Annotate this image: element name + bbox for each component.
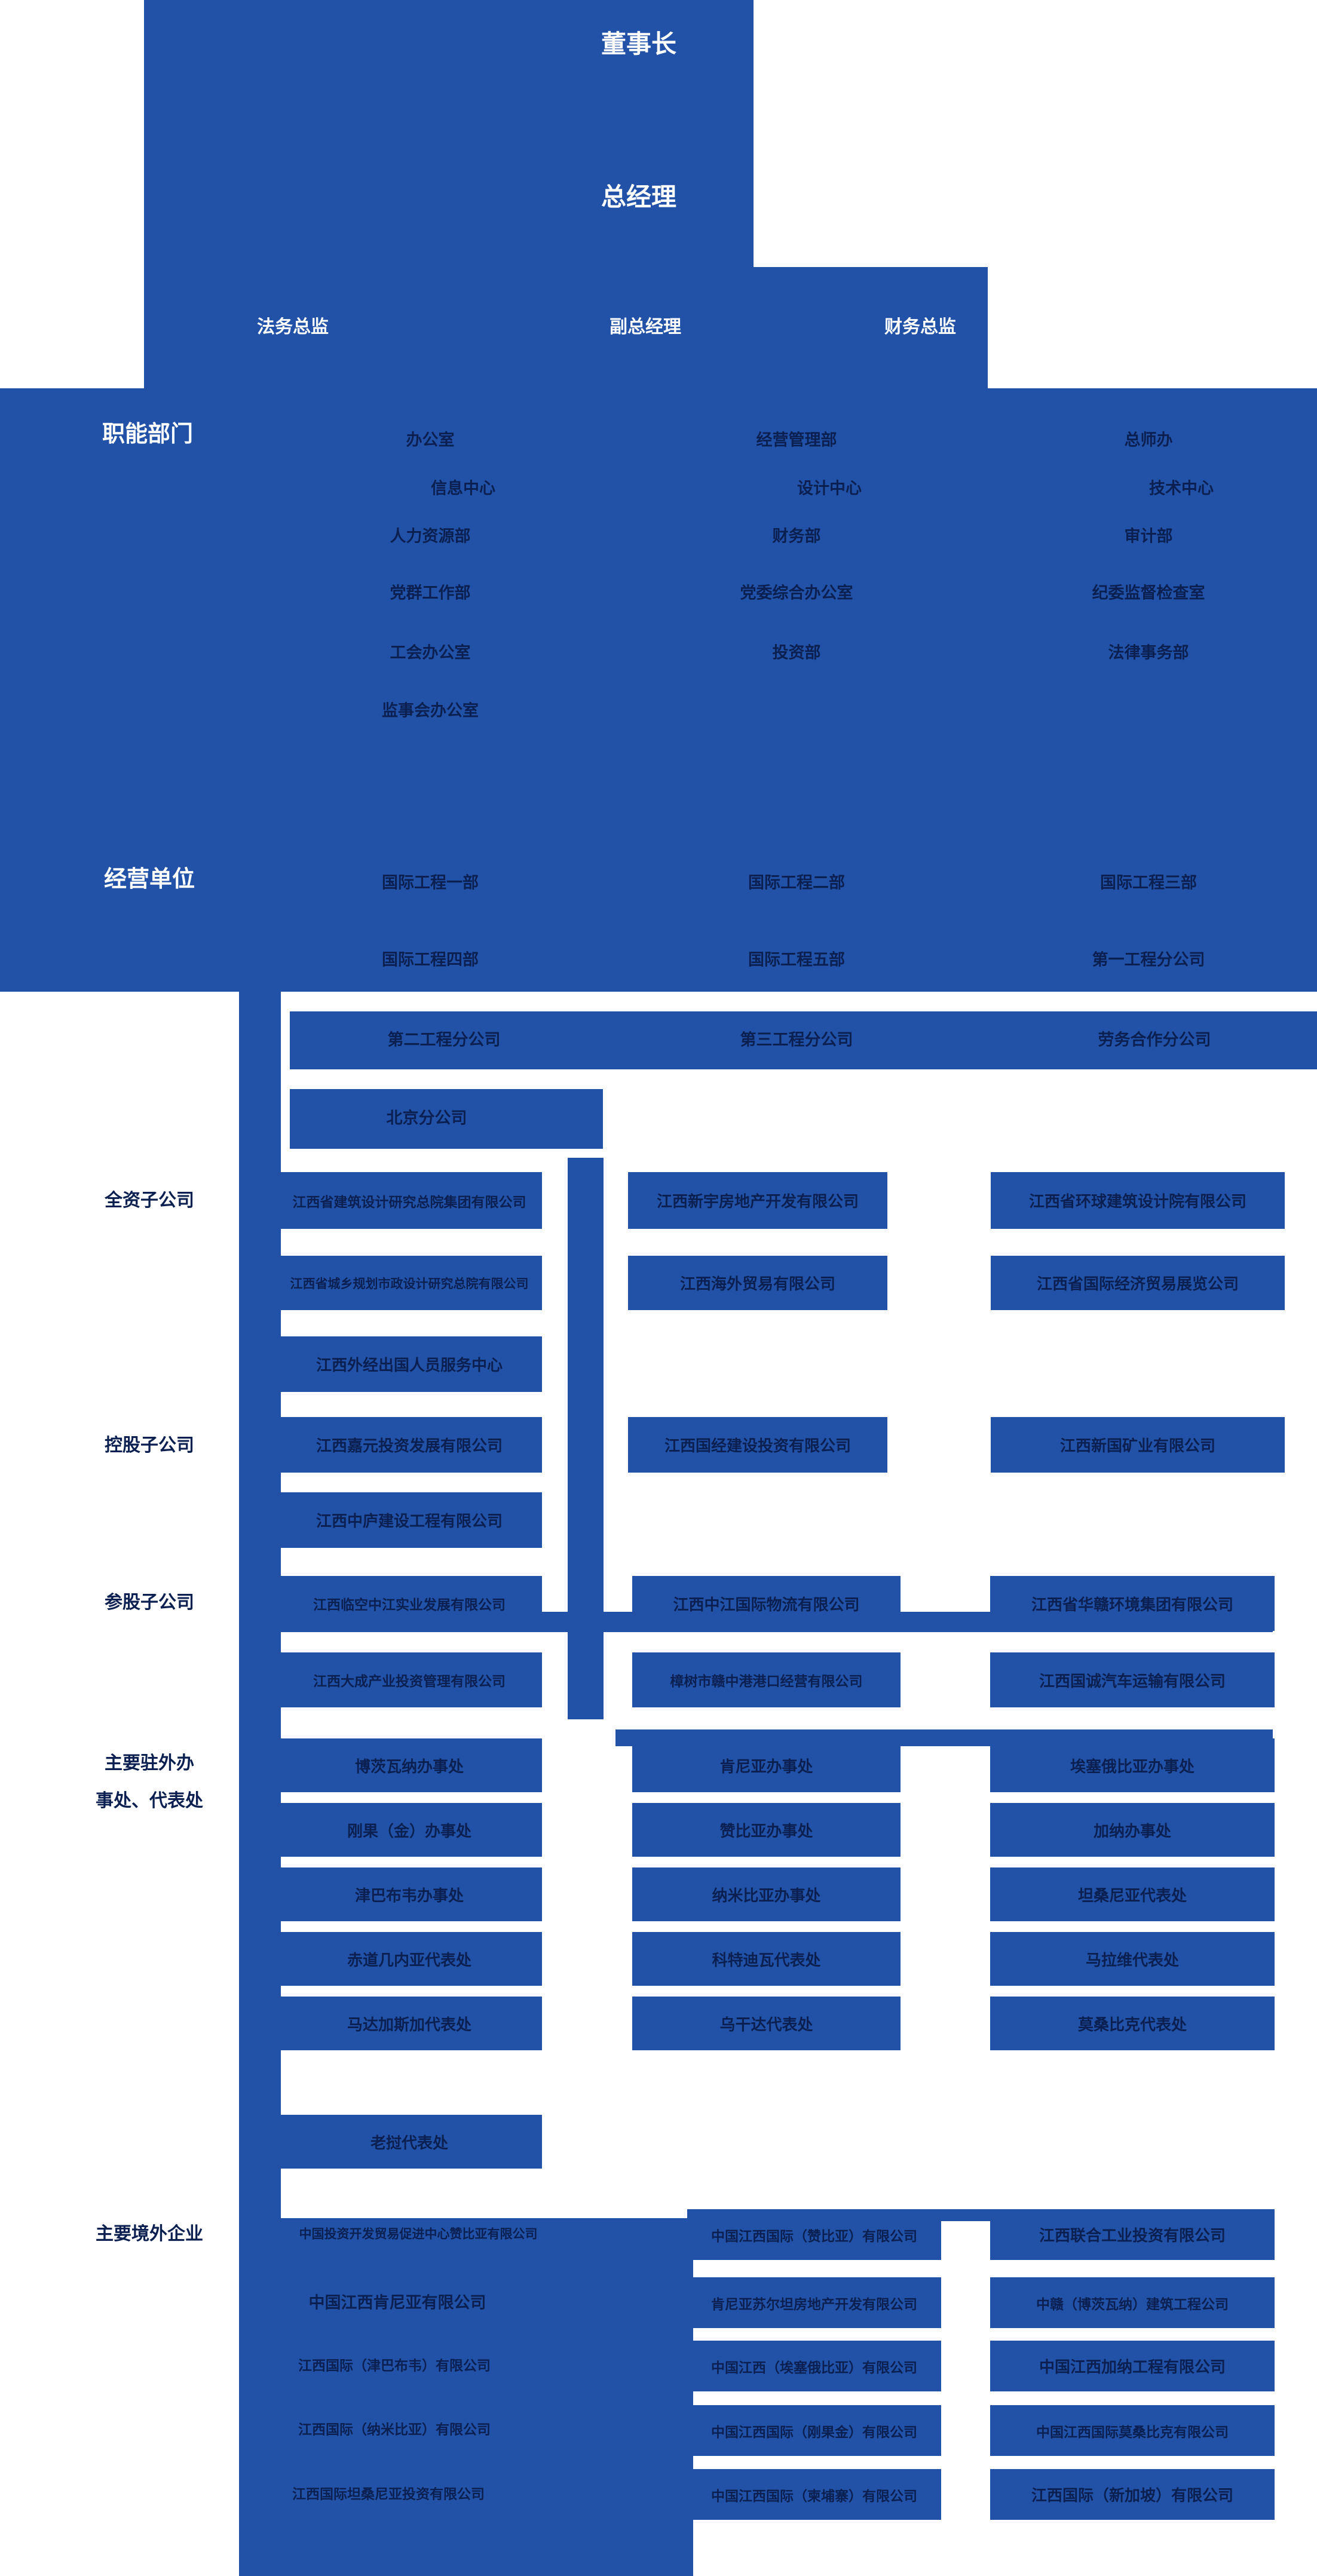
dept-cell: 办公室	[406, 431, 455, 449]
beijing-branch-band	[290, 1089, 603, 1149]
main-band	[0, 388, 1317, 992]
office-box: 刚果（金）办事处	[277, 1803, 542, 1857]
dept-cell: 党委综合办公室	[740, 584, 853, 602]
subsidiary-box: 江西省华赣环境集团有限公司	[990, 1576, 1275, 1631]
overseas-box: 江西联合工业投资有限公司	[990, 2209, 1275, 2260]
finance-director-title: 财务总监	[884, 317, 956, 337]
dept-cell: 人力资源部	[390, 527, 471, 545]
overseas-box: 肯尼亚苏尔坦房地产开发有限公司	[687, 2277, 941, 2328]
dept-cell: 信息中心	[431, 479, 495, 498]
subsidiary-box: 江西临空中江实业发展有限公司	[277, 1576, 542, 1631]
section-label-overseas: 主要境外企业	[96, 2224, 203, 2244]
unit-cell: 国际工程一部	[382, 873, 479, 892]
office-box: 莫桑比克代表处	[990, 1997, 1275, 2050]
office-box: 津巴布韦办事处	[277, 1867, 542, 1921]
overseas-box: 中国江西国际（柬埔寨）有限公司	[687, 2469, 941, 2520]
subsidiary-box: 江西省国际经济贸易展览公司	[991, 1256, 1285, 1310]
overseas-cell: 中国江西肯尼亚有限公司	[308, 2293, 486, 2312]
subsidiary-box: 江西国经建设投资有限公司	[628, 1417, 887, 1473]
dept-cell: 法律事务部	[1108, 643, 1189, 662]
subsidiary-box: 江西省城乡规划市政设计研究总院有限公司	[277, 1256, 542, 1310]
branch-band	[290, 1011, 1317, 1069]
section-label-offices-line1: 主要驻外办	[105, 1753, 194, 1773]
subsidiary-box: 江西国诚汽车运输有限公司	[990, 1652, 1275, 1707]
office-box: 加纳办事处	[990, 1803, 1275, 1857]
office-box: 赤道几内亚代表处	[277, 1932, 542, 1986]
office-box: 肯尼亚办事处	[632, 1738, 901, 1792]
subsidiary-box: 江西海外贸易有限公司	[628, 1256, 887, 1310]
unit-cell: 国际工程五部	[748, 950, 845, 969]
overseas-box: 江西国际（新加坡）有限公司	[990, 2469, 1275, 2520]
dept-cell: 监事会办公室	[382, 701, 479, 720]
office-box: 博茨瓦纳办事处	[277, 1738, 542, 1792]
unit-cell: 第二工程分公司	[387, 1031, 501, 1049]
subsidiary-box: 江西新国矿业有限公司	[991, 1417, 1285, 1473]
header-block-directors	[144, 267, 988, 388]
unit-cell: 国际工程四部	[382, 950, 479, 969]
dept-cell: 总师办	[1124, 431, 1173, 449]
unit-cell: 劳务合作分公司	[1098, 1031, 1211, 1049]
office-box: 乌干达代表处	[632, 1997, 901, 2050]
dept-cell: 设计中心	[797, 479, 862, 498]
subsidiary-box: 江西省环球建筑设计院有限公司	[991, 1172, 1285, 1229]
office-box: 埃塞俄比亚办事处	[990, 1738, 1275, 1792]
unit-cell: 国际工程三部	[1100, 873, 1197, 892]
dept-cell: 投资部	[772, 643, 821, 662]
dept-cell: 财务部	[772, 527, 821, 545]
dept-cell: 经营管理部	[756, 431, 837, 449]
overseas-box: 中国江西国际莫桑比克有限公司	[990, 2405, 1275, 2456]
office-box: 科特迪瓦代表处	[632, 1932, 901, 1986]
office-box: 马达加斯加代表处	[277, 1997, 542, 2050]
overseas-box: 中国江西（埃塞俄比亚）有限公司	[687, 2341, 941, 2391]
subsidiary-box: 樟树市赣中港港口经营有限公司	[632, 1652, 901, 1707]
subsidiary-box: 江西嘉元投资发展有限公司	[277, 1417, 542, 1473]
subsidiary-box: 江西中庐建设工程有限公司	[277, 1492, 542, 1548]
overseas-box: 中国江西国际（刚果金）有限公司	[687, 2405, 941, 2456]
office-box: 马拉维代表处	[990, 1932, 1275, 1986]
unit-cell: 国际工程二部	[748, 873, 845, 892]
subsidiary-box: 江西外经出国人员服务中心	[277, 1336, 542, 1392]
overseas-box: 中国江西国际（赞比亚）有限公司	[687, 2209, 941, 2260]
deputy-gm-title: 副总经理	[610, 317, 681, 337]
connector-left-spine	[239, 992, 281, 2218]
overseas-cell: 江西国际坦桑尼亚投资有限公司	[292, 2486, 485, 2502]
subsidiary-box: 江西中江国际物流有限公司	[632, 1576, 901, 1631]
unit-cell: 北京分公司	[386, 1109, 467, 1127]
unit-cell: 第三工程分公司	[740, 1031, 853, 1049]
office-box: 坦桑尼亚代表处	[990, 1867, 1275, 1921]
overseas-panel	[239, 2218, 693, 2576]
legal-director-title: 法务总监	[257, 317, 329, 337]
overseas-box: 中国江西加纳工程有限公司	[990, 2341, 1275, 2391]
subsidiary-box: 江西新宇房地产开发有限公司	[628, 1172, 887, 1229]
section-label-participating: 参股子公司	[105, 1593, 194, 1612]
general-manager-title: 总经理	[601, 183, 677, 211]
subsidiary-box: 江西省建筑设计研究总院集团有限公司	[277, 1172, 542, 1229]
overseas-cell: 江西国际（纳米比亚）有限公司	[298, 2421, 491, 2437]
unit-cell: 第一工程分公司	[1092, 950, 1205, 969]
section-label-functional: 职能部门	[102, 422, 194, 447]
dept-cell: 党群工作部	[390, 584, 471, 602]
section-label-offices-line2: 事处、代表处	[96, 1791, 203, 1811]
header-block-top	[144, 0, 754, 267]
dept-cell: 技术中心	[1149, 479, 1214, 498]
section-label-business: 经营单位	[103, 867, 195, 892]
subsidiary-box: 江西大成产业投资管理有限公司	[277, 1652, 542, 1707]
connector-mid-spine	[568, 1158, 604, 1719]
section-label-wholly-owned: 全资子公司	[105, 1191, 194, 1210]
chairman-title: 董事长	[601, 30, 677, 58]
office-box: 赞比亚办事处	[632, 1803, 901, 1857]
dept-cell: 审计部	[1124, 527, 1173, 545]
section-label-holding: 控股子公司	[105, 1436, 194, 1455]
dept-cell: 纪委监督检查室	[1092, 584, 1205, 602]
dept-cell: 工会办公室	[390, 643, 471, 662]
overseas-cell: 江西国际（津巴布韦）有限公司	[298, 2357, 491, 2373]
overseas-box: 中赣（博茨瓦纳）建筑工程公司	[990, 2277, 1275, 2328]
overseas-cell: 中国投资开发贸易促进中心赞比亚有限公司	[299, 2227, 538, 2241]
office-box: 纳米比亚办事处	[632, 1867, 901, 1921]
office-box: 老挝代表处	[277, 2115, 542, 2169]
